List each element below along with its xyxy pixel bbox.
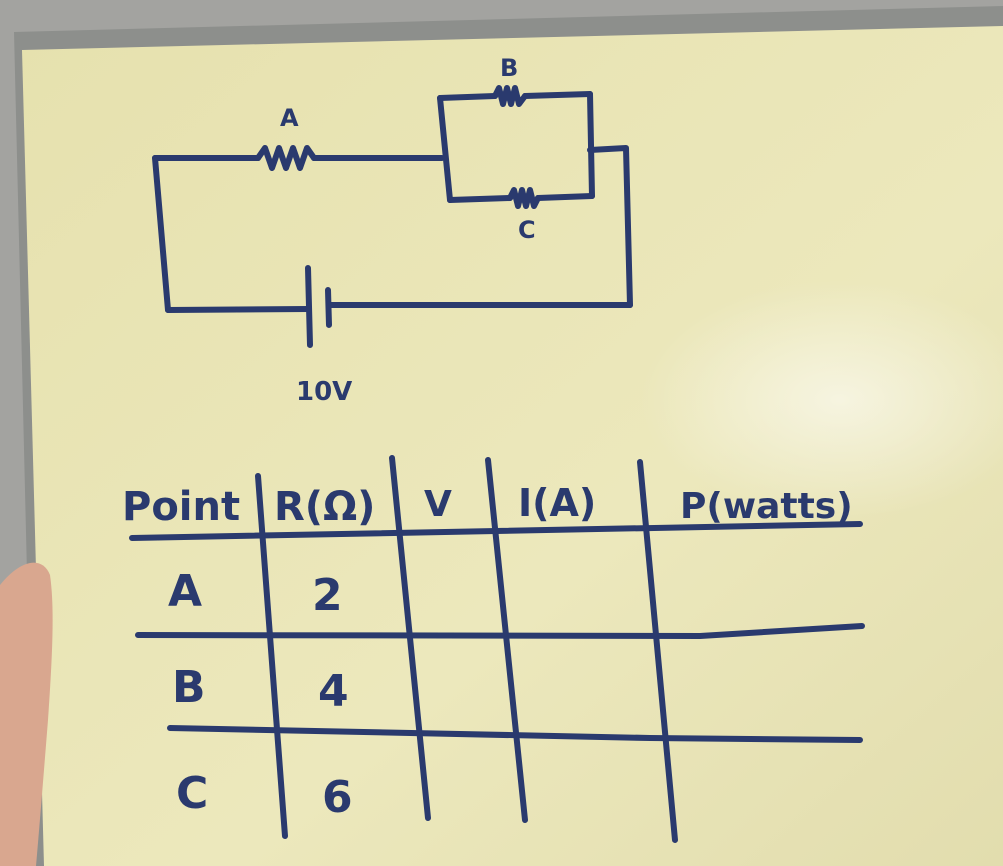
parallel-left xyxy=(437,95,453,203)
whiteboard-surface xyxy=(22,26,1003,866)
row-b-resistance: 4 xyxy=(318,666,349,717)
row-rule-1 xyxy=(135,623,865,639)
battery-short-plate xyxy=(325,287,332,328)
label-b: B xyxy=(500,54,518,82)
row-a-resistance: 2 xyxy=(312,570,343,621)
wire-bottom-left xyxy=(165,306,311,313)
data-table: Point R(Ω) V I(A) P(watts) A 2 B 4 C 6 xyxy=(122,455,865,843)
battery-long-plate xyxy=(305,265,313,348)
battery-voltage-label: 10V xyxy=(296,377,352,407)
row-c-resistance: 6 xyxy=(322,772,353,823)
wire-right xyxy=(587,145,633,308)
wire-left xyxy=(152,155,171,313)
row-a-point: A xyxy=(168,566,202,617)
resistor-c xyxy=(507,187,541,209)
header-voltage: V xyxy=(424,484,452,525)
resistor-a xyxy=(255,145,317,171)
row-b-point: B xyxy=(172,662,206,713)
row-c-point: C xyxy=(176,768,208,819)
circuit-diagram: A B C 10V xyxy=(152,54,633,407)
col-rule-4 xyxy=(637,459,678,843)
header-power: P(watts) xyxy=(680,486,853,527)
hand xyxy=(0,562,53,866)
branch-b-wire xyxy=(437,91,593,101)
col-rule-1 xyxy=(255,473,288,839)
label-c: C xyxy=(518,216,536,244)
resistor-b xyxy=(492,85,528,107)
light-glare xyxy=(640,280,1003,520)
label-a: A xyxy=(280,104,299,132)
row-rule-2 xyxy=(167,725,863,743)
branch-c-wire xyxy=(447,193,595,203)
col-rule-3 xyxy=(485,457,528,823)
header-current: I(A) xyxy=(518,481,596,525)
col-rule-2 xyxy=(389,455,431,821)
header-point: Point xyxy=(122,484,240,530)
header-resistance: R(Ω) xyxy=(274,484,375,530)
parallel-right xyxy=(587,91,595,199)
